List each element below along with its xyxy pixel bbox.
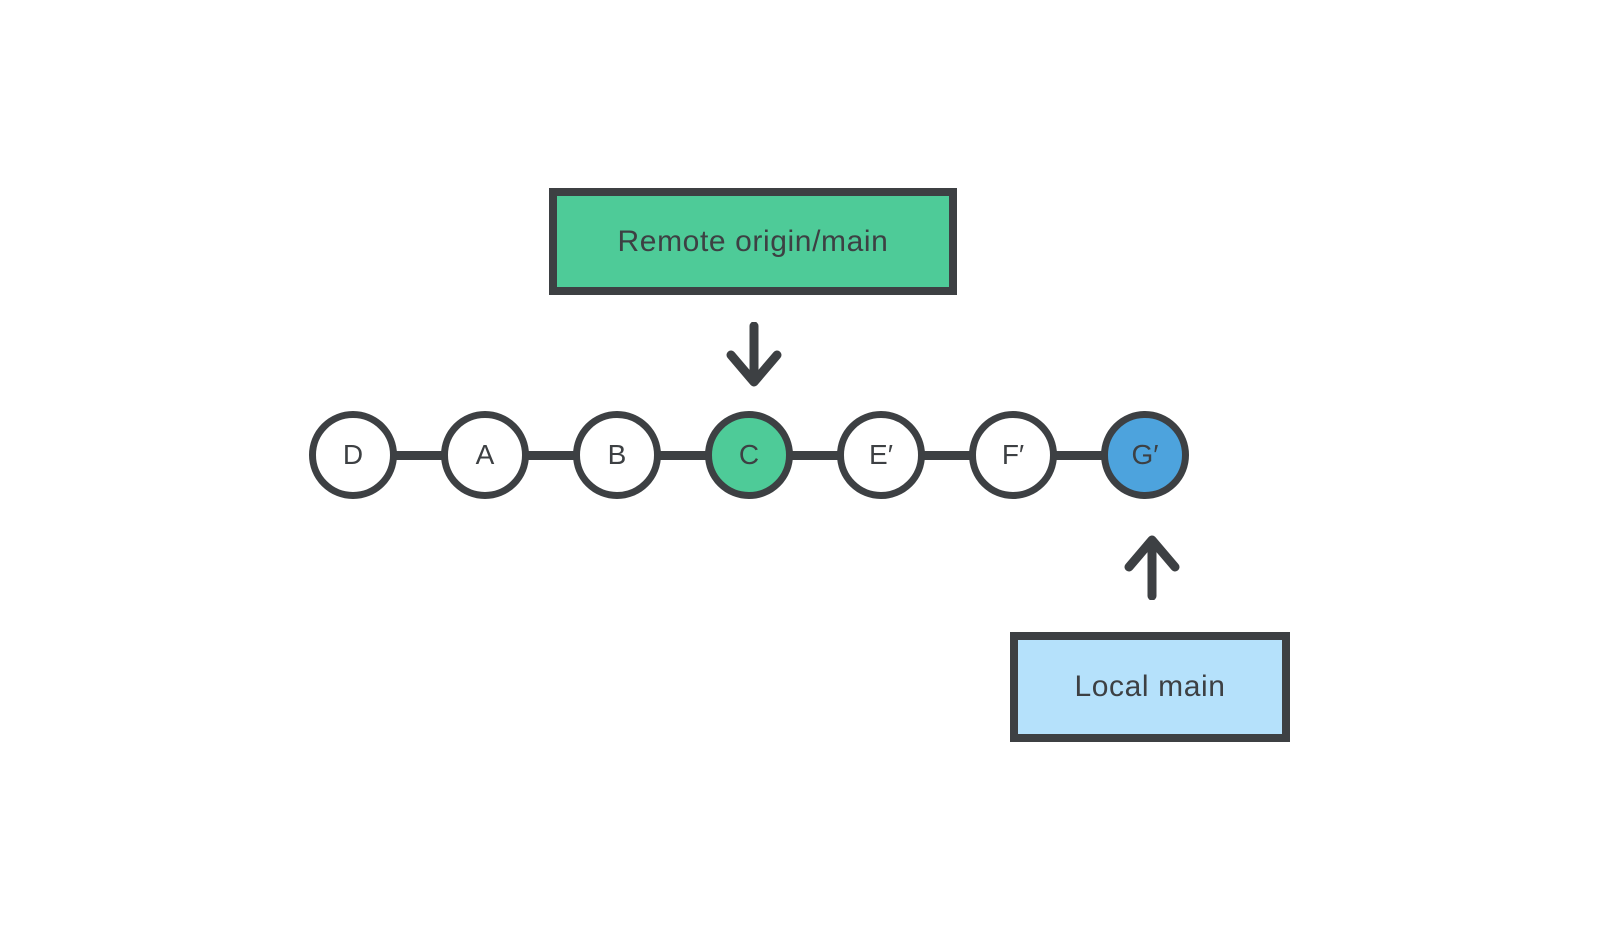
local-branch-label: Local main [1074,670,1226,703]
arrow-down-icon [724,321,784,390]
commit-node-D: D [309,411,397,499]
local-branch-label-box: Local main [1010,632,1290,742]
commit-node-C: C [705,411,793,499]
commit-node-B: B [573,411,661,499]
remote-branch-label: Remote origin/main [617,224,889,258]
commit-node-G-prime: G′ [1101,411,1189,499]
commit-node-F-prime: F′ [969,411,1057,499]
commit-node-A: A [441,411,529,499]
arrow-up-icon [1122,532,1182,601]
commit-node-E-prime: E′ [837,411,925,499]
remote-branch-label-box: Remote origin/main [549,188,957,295]
